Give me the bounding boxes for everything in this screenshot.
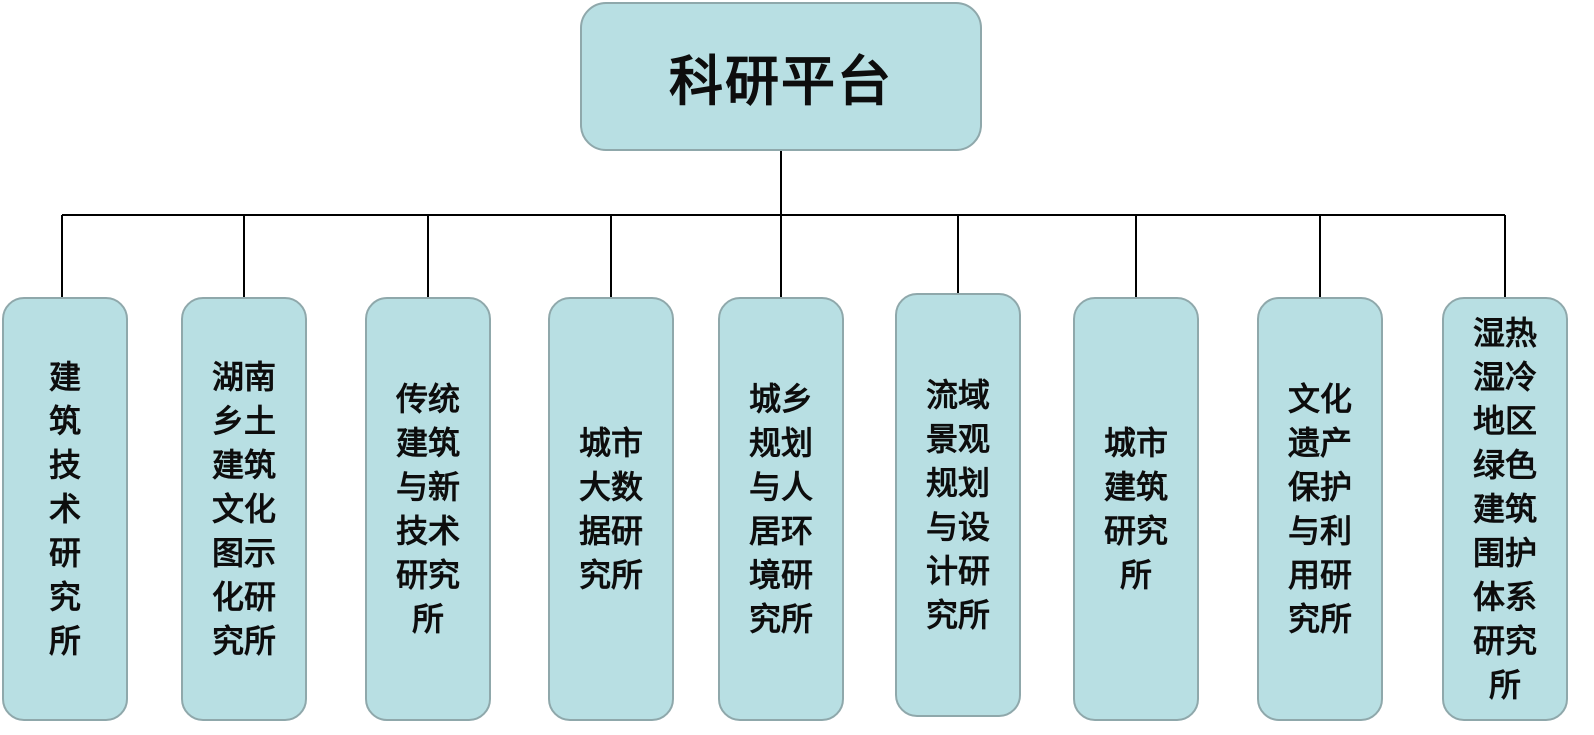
institute-node-6: 流域 景观 规划 与设 计研 究所 (895, 293, 1021, 717)
institute-node-5: 城乡 规划 与人 居环 境研 究所 (718, 297, 844, 721)
institute-label-8: 文化 遗产 保护 与利 用研 究所 (1287, 380, 1352, 638)
institute-node-2: 湖南 乡土 建筑 文化 图示 化研 究所 (181, 297, 307, 721)
institute-label-6: 流域 景观 规划 与设 计研 究所 (925, 376, 990, 634)
root-node-box: 科研平台 (580, 2, 982, 151)
institute-node-9: 湿热 湿冷 地区 绿色 建筑 围护 体系 研究 所 (1442, 297, 1568, 721)
root-node-label: 科研平台 (669, 50, 893, 113)
institute-node-7: 城市 建筑 研究 所 (1073, 297, 1199, 721)
institute-label-9: 湿热 湿冷 地区 绿色 建筑 围护 体系 研究 所 (1472, 314, 1537, 704)
institute-label-4: 城市 大数 据研 究所 (578, 424, 643, 594)
institute-label-2: 湖南 乡土 建筑 文化 图示 化研 究所 (211, 358, 276, 660)
institute-node-4: 城市 大数 据研 究所 (548, 297, 674, 721)
institute-label-3: 传统 建筑 与新 技术 研究 所 (395, 380, 460, 638)
institute-node-1: 建 筑 技 术 研 究 所 (2, 297, 128, 721)
institute-label-5: 城乡 规划 与人 居环 境研 究所 (748, 380, 813, 638)
institute-label-1: 建 筑 技 术 研 究 所 (48, 358, 81, 660)
institute-node-8: 文化 遗产 保护 与利 用研 究所 (1257, 297, 1383, 721)
institute-node-3: 传统 建筑 与新 技术 研究 所 (365, 297, 491, 721)
institute-label-7: 城市 建筑 研究 所 (1103, 424, 1168, 594)
